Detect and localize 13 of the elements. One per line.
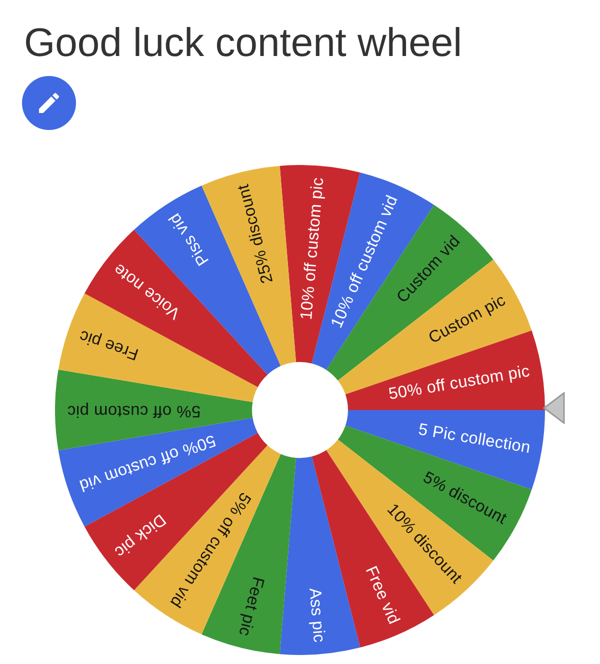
segment-label: 50% off custom vid	[76, 430, 218, 495]
segment-label: 25% discount	[234, 182, 278, 285]
segment-label: 50% off custom pic	[387, 362, 532, 404]
segment-label: Ass pic	[304, 587, 328, 643]
segment-label: Feet pic	[234, 575, 268, 638]
segment-label: Dick pic	[110, 509, 170, 561]
wheel-segment	[279, 456, 361, 655]
segment-label: 5 Pic collection	[416, 420, 532, 458]
segment-label: 10% off custom pic	[298, 177, 328, 321]
segment-label: 5% off custom pic	[67, 400, 201, 420]
segment-label: Free vid	[360, 564, 402, 628]
segment-label: Free pic	[76, 325, 141, 364]
page-title: Good luck content wheel	[24, 21, 462, 65]
